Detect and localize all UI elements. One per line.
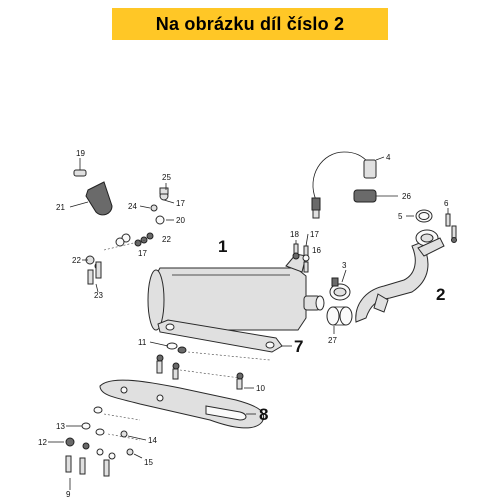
callout-19: 19 [76,149,85,158]
banner-title: Na obrázku díl číslo 2 [155,13,345,34]
fastener-stack-lower[interactable] [85,255,102,285]
callout-10: 10 [256,384,265,393]
callout-15: 15 [144,458,153,467]
strap-bracket[interactable] [85,181,113,216]
clip-19[interactable] [73,169,87,177]
callout-17-lower: 17 [138,249,147,258]
callout-13: 13 [56,422,65,431]
fasteners-lower-group[interactable] [65,406,134,477]
callout-1: 1 [218,237,227,256]
title-banner: Na obrázku díl číslo 2 [112,8,388,40]
callout-22-lower: 22 [72,256,81,265]
callout-18: 18 [290,230,299,239]
callout-11: 11 [138,338,147,347]
callout-23: 23 [94,291,103,300]
muffler-body[interactable] [147,253,325,331]
callout-7: 7 [294,337,303,356]
callout-9: 9 [66,490,71,499]
callout-16: 16 [312,246,321,255]
heat-shield[interactable] [99,379,265,429]
callout-22-upper: 22 [162,235,171,244]
callout-5: 5 [398,212,403,221]
callout-26: 26 [402,192,411,201]
callout-8: 8 [259,405,268,424]
exhaust-pipe[interactable] [355,229,445,323]
bolts-18-17-16[interactable] [292,243,310,273]
lambda-sensor[interactable] [311,151,377,219]
gasket-ring[interactable] [415,209,433,223]
callout-4: 4 [386,153,391,162]
callout-25: 25 [162,173,171,182]
callout-6: 6 [444,199,449,208]
callout-3: 3 [342,261,347,270]
callout-14: 14 [148,436,157,445]
callout-20: 20 [176,216,185,225]
callout-17-upper: 17 [176,199,185,208]
callout-12: 12 [38,438,47,447]
sensor-cap[interactable] [353,189,377,203]
bolts-11-10[interactable] [156,342,244,390]
stud-bolts[interactable] [445,213,457,243]
seal-sleeve[interactable] [326,306,353,326]
callout-21: 21 [56,203,65,212]
callout-2: 2 [436,285,445,304]
callout-27: 27 [328,336,337,345]
callout-24: 24 [128,202,137,211]
callout-17-right: 17 [310,230,319,239]
fastener-stack-upper[interactable] [115,187,169,247]
clamp[interactable] [329,277,351,301]
